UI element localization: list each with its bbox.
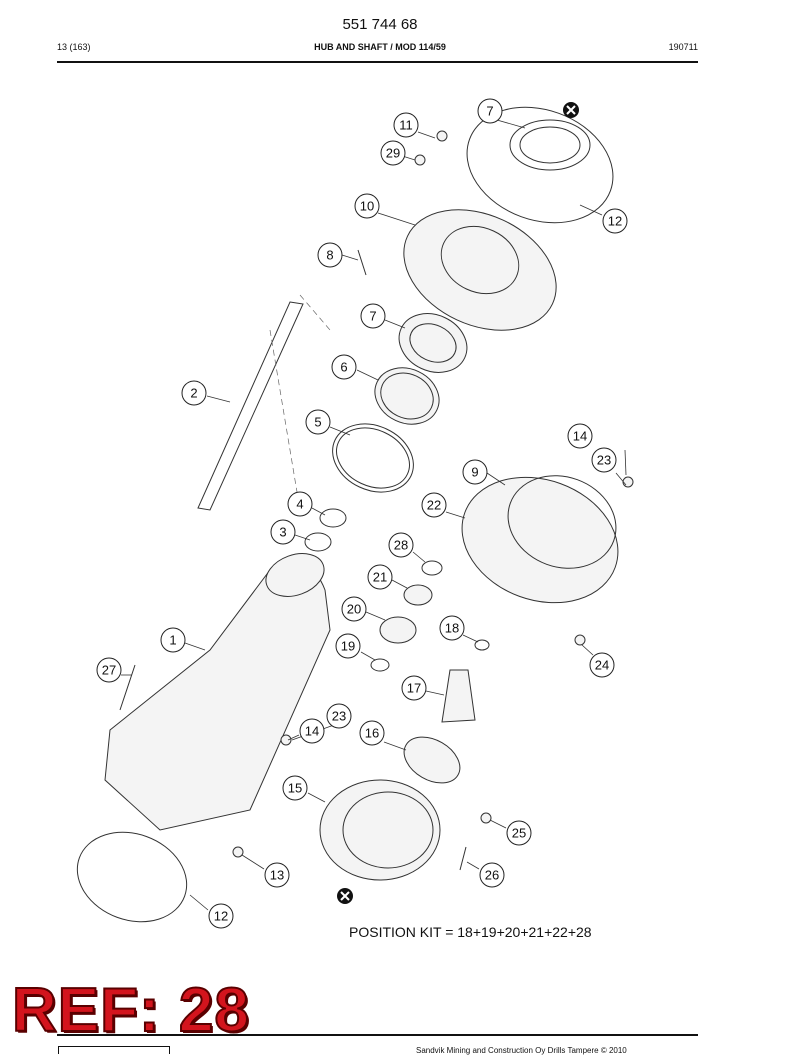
callout-2: 2: [181, 380, 207, 406]
callout-23-bottom: 23: [326, 703, 352, 729]
part-ring-5: [332, 423, 414, 493]
page-title: HUB AND SHAFT / MOD 114/59: [314, 42, 446, 52]
oil-mark-icon: [337, 888, 353, 904]
callout-15: 15: [282, 775, 308, 801]
callout-6: 6: [331, 354, 357, 380]
svg-text:26: 26: [485, 868, 499, 883]
part-bolt-8: [357, 249, 367, 276]
sandvik-logo: [58, 1046, 170, 1054]
callout-20: 20: [341, 596, 367, 622]
part-pinion-17: [441, 669, 476, 723]
svg-text:4: 4: [296, 497, 303, 512]
svg-text:28: 28: [394, 538, 408, 553]
ref-stamp: REF: 28: [11, 976, 250, 1045]
svg-text:22: 22: [427, 498, 441, 513]
callout-14-bottom: 14: [299, 718, 325, 744]
svg-text:11: 11: [399, 118, 413, 133]
leader-lines: [121, 117, 627, 911]
callout-9: 9: [462, 459, 488, 485]
page-number: 13 (163): [57, 42, 91, 52]
svg-text:3: 3: [279, 525, 286, 540]
part-housing-9: [461, 475, 619, 604]
svg-text:24: 24: [595, 658, 609, 673]
callout-8: 8: [317, 242, 343, 268]
part-plate-16: [403, 736, 461, 784]
svg-text:23: 23: [597, 453, 611, 468]
oil-mark-icons: [337, 102, 579, 904]
callout-22: 22: [421, 492, 447, 518]
svg-text:29: 29: [386, 146, 400, 161]
footer-divider: [57, 1034, 698, 1036]
part-small-fasteners-25-26-13-24-14-23: [232, 476, 634, 871]
part-nut-11-29: [414, 130, 448, 166]
part-ring-gear-15: [319, 779, 441, 881]
part-washer-4-3: [304, 508, 347, 552]
part-ring-6: [374, 367, 440, 425]
callout-3: 3: [270, 519, 296, 545]
svg-text:21: 21: [373, 570, 387, 585]
part-gears-28-21-20-19: [370, 560, 443, 672]
footer-copyright: Sandvik Mining and Construction Oy Drill…: [416, 1046, 627, 1055]
svg-text:5: 5: [314, 415, 321, 430]
part-oring-12-lower: [76, 831, 188, 923]
callout-13: 13: [264, 862, 290, 888]
callout-10: 10: [354, 193, 380, 219]
exploded-parts-drawing: 7 11 29 12 10 8 7 6 2 5 14 23 9 22 4 3 2…: [76, 98, 634, 929]
position-kit-caption: POSITION KIT = 18+19+20+21+22+28: [349, 924, 592, 940]
callout-29: 29: [380, 140, 406, 166]
callout-18: 18: [439, 615, 465, 641]
callout-14-top: 14: [567, 423, 593, 449]
oil-mark-icon: [563, 102, 579, 118]
svg-text:17: 17: [407, 681, 421, 696]
svg-text:19: 19: [341, 639, 355, 654]
svg-text:15: 15: [288, 781, 302, 796]
document-number: 551 744 68: [342, 16, 418, 33]
svg-text:27: 27: [102, 663, 116, 678]
svg-text:12: 12: [214, 909, 228, 924]
callout-12-bottom: 12: [208, 903, 234, 929]
callout-19: 19: [335, 633, 361, 659]
callout-1: 1: [160, 627, 186, 653]
svg-text:10: 10: [360, 199, 374, 214]
svg-text:12: 12: [608, 214, 622, 229]
svg-text:1: 1: [169, 633, 176, 648]
callout-16: 16: [359, 720, 385, 746]
svg-text:18: 18: [445, 621, 459, 636]
callout-7-top: 7: [477, 98, 503, 124]
callout-7-mid: 7: [360, 303, 386, 329]
svg-text:2: 2: [190, 386, 197, 401]
header-divider: [57, 61, 698, 63]
part-axle-housing-1: [104, 553, 331, 831]
part-hub-cover-7-12: [466, 106, 614, 224]
document-code: 190711: [668, 42, 698, 52]
svg-text:25: 25: [512, 826, 526, 841]
svg-text:7: 7: [486, 104, 493, 119]
callout-25: 25: [506, 820, 532, 846]
svg-text:8: 8: [326, 248, 333, 263]
callout-11: 11: [393, 112, 419, 138]
svg-text:14: 14: [573, 429, 587, 444]
svg-text:13: 13: [270, 868, 284, 883]
callout-17: 17: [401, 675, 427, 701]
callout-5: 5: [305, 409, 331, 435]
callout-12-top: 12: [602, 208, 628, 234]
part-hub-10: [403, 209, 557, 331]
svg-text:16: 16: [365, 726, 379, 741]
svg-text:14: 14: [305, 724, 319, 739]
svg-text:20: 20: [347, 602, 361, 617]
callout-24: 24: [589, 652, 615, 678]
svg-text:23: 23: [332, 709, 346, 724]
part-bearing-7: [398, 313, 468, 373]
callout-23-top: 23: [591, 447, 617, 473]
svg-text:9: 9: [471, 465, 478, 480]
callout-21: 21: [367, 564, 393, 590]
part-seal-18: [474, 639, 490, 651]
svg-text:6: 6: [340, 360, 347, 375]
callout-4: 4: [287, 491, 313, 517]
svg-text:7: 7: [369, 309, 376, 324]
callout-28: 28: [388, 532, 414, 558]
callout-27: 27: [96, 657, 122, 683]
callout-26: 26: [479, 862, 505, 888]
part-shaft-2: [197, 294, 331, 511]
